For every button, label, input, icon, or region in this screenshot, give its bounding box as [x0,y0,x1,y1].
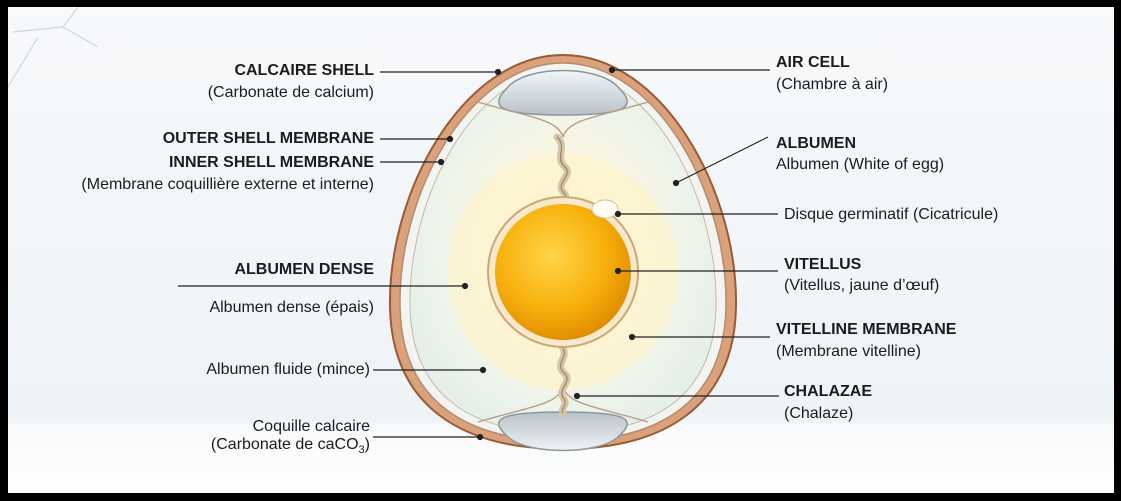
label-albumen-dense: ALBUMEN DENSE [158,260,374,279]
label-vitelline-membrane-sub: (Membrane vitelline) [776,342,921,361]
label-air-cell: AIR CELL [776,53,850,72]
label-disque-germinatif: Disque germinatif (Cicatricule) [784,205,998,224]
label-chalazae-sub: (Chalaze) [784,404,853,423]
label-calcaire-shell: CALCAIRE SHELL [158,61,374,80]
label-vitellus-sub: (Vitellus, jaune d’œuf) [784,276,939,295]
diagram-frame: CALCAIRE SHELL (Carbonate de calcium) OU… [8,7,1114,493]
label-vitelline-membrane: VITELLINE MEMBRANE [776,320,956,339]
label-calcaire-shell-sub: (Carbonate de calcium) [158,83,374,102]
label-coquille-calcaire: Coquille calcaire [158,417,370,436]
label-outer-shell-membrane: OUTER SHELL MEMBRANE [88,129,374,148]
label-vitellus: VITELLUS [784,255,861,274]
label-chalazae: CHALAZAE [784,382,872,401]
label-albumen-fluide: Albumen fluide (mince) [158,360,370,379]
label-albumen: ALBUMEN [776,134,856,153]
label-coquille-calcaire-sub: (Carbonate de caCO3) [158,435,370,460]
label-albumen-dense-sub: Albumen dense (épais) [158,298,374,317]
label-air-cell-sub: (Chambre à air) [776,75,888,94]
label-inner-shell-membrane-sub: (Membrane coquillière externe et interne… [38,175,374,194]
yolk [495,204,631,340]
germinal-disc [592,200,618,218]
label-inner-shell-membrane: INNER SHELL MEMBRANE [88,153,374,172]
decorative-hex-lines [8,7,98,87]
label-albumen-sub: Albumen (White of egg) [776,155,944,174]
